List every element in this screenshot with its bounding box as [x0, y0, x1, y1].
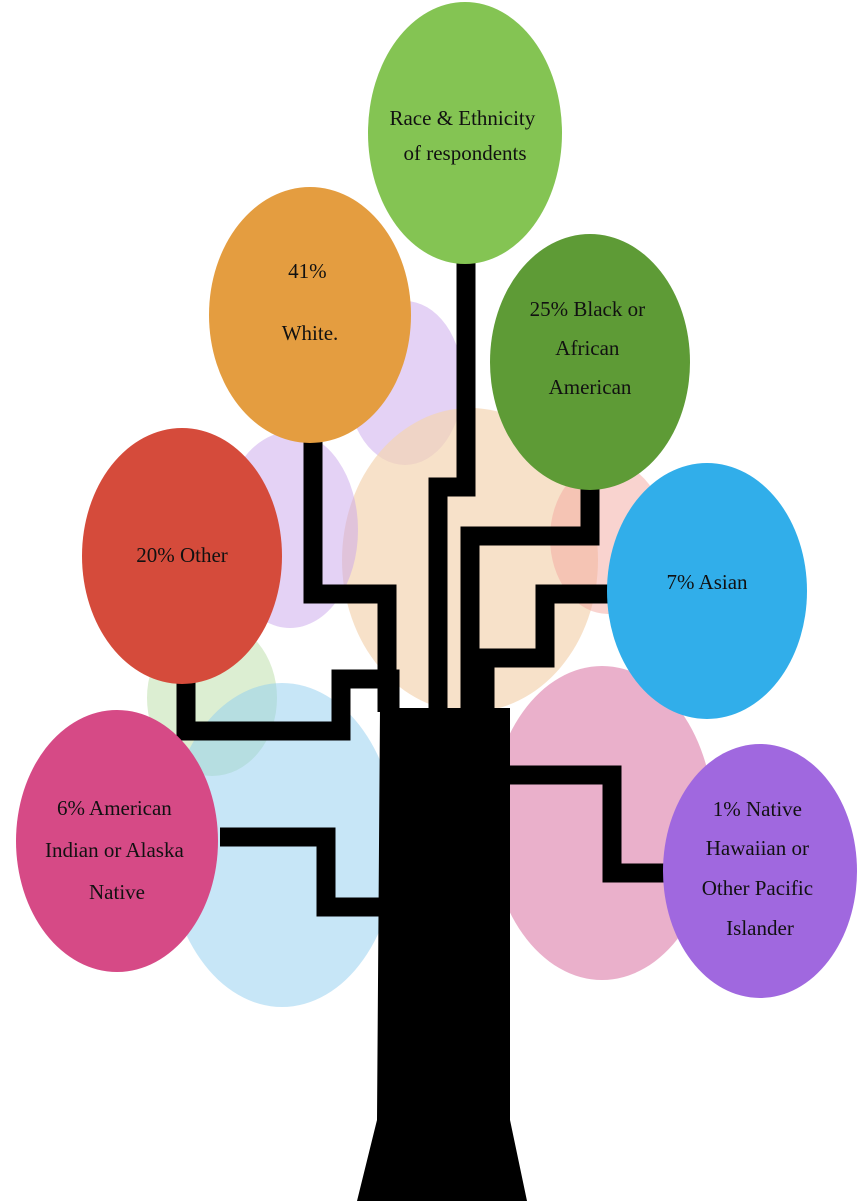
node-title: Race & Ethnicity of respondents [368, 2, 562, 264]
node-black-label: 25% Black or African American [530, 297, 651, 399]
branch-black [460, 488, 600, 712]
branch-other [176, 669, 400, 741]
node-white: 41% White. [209, 187, 411, 443]
node-american-indian: 6% American Indian or Alaska Native [16, 710, 218, 972]
node-american-indian-circle [16, 710, 218, 972]
branch-pacific-islander [505, 765, 665, 883]
node-title-circle [368, 2, 562, 264]
node-white-label: 41% White. [282, 259, 339, 345]
branch-white [303, 440, 397, 712]
node-black-circle [490, 234, 690, 490]
nodes: Race & Ethnicity of respondents 41% Whit… [16, 2, 857, 998]
node-asian-label: 7% Asian [666, 570, 748, 594]
node-american-indian-label: 6% American Indian or Alaska Native [45, 796, 189, 904]
branch-asian [475, 584, 608, 712]
bubble-pink-lower [490, 666, 714, 980]
tree-trunk [357, 708, 527, 1201]
node-pacific-islander-label: 1% Native Hawaiian or Other Pacific Isla… [702, 797, 819, 940]
node-asian-circle [607, 463, 807, 719]
node-other-label: 20% Other [136, 543, 228, 567]
node-other: 20% Other [82, 428, 282, 684]
branches [176, 262, 665, 917]
node-pacific-islander: 1% Native Hawaiian or Other Pacific Isla… [663, 744, 857, 998]
branch-title [428, 262, 476, 712]
node-black: 25% Black or African American [490, 234, 690, 490]
node-other-circle [82, 428, 282, 684]
branch-american-indian [220, 827, 390, 917]
node-pacific-islander-circle [663, 744, 857, 998]
node-asian: 7% Asian [607, 463, 807, 719]
node-white-circle [209, 187, 411, 443]
node-title-label: Race & Ethnicity of respondents [389, 106, 540, 165]
